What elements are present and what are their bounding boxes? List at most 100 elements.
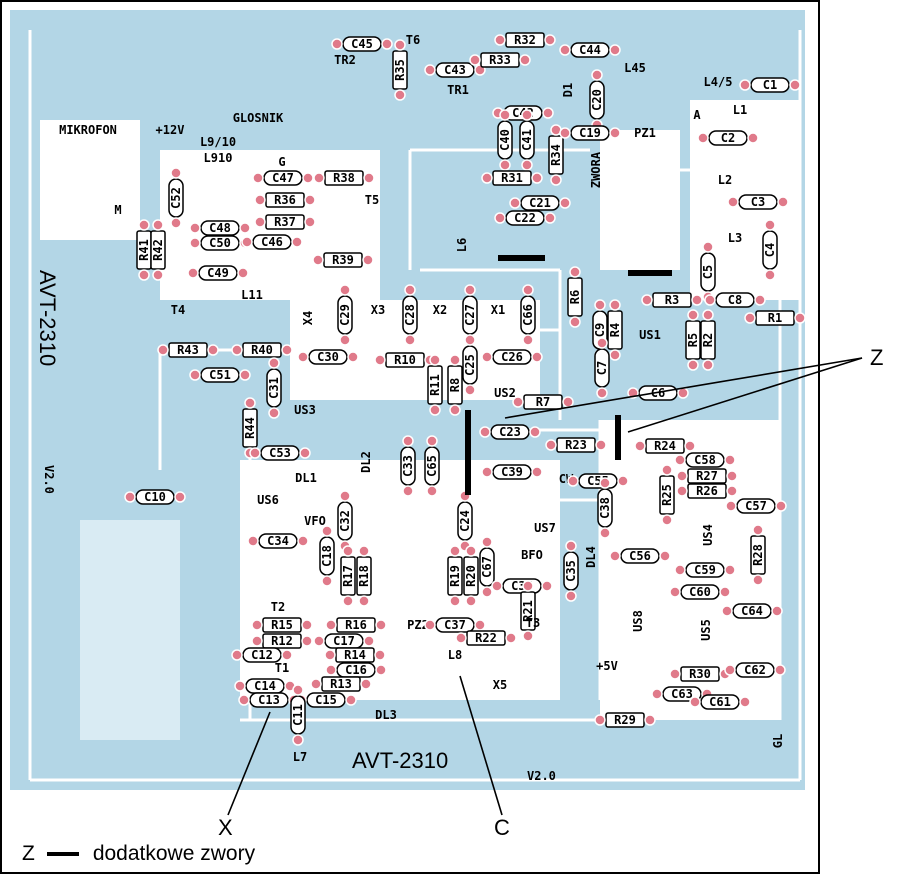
svg-text:C47: C47 xyxy=(272,171,294,185)
component-c30: C30 xyxy=(297,349,359,365)
svg-text:+12V: +12V xyxy=(156,123,185,137)
component-c29: C29 xyxy=(337,284,353,346)
svg-text:L3: L3 xyxy=(728,231,742,245)
component-c34: C34 xyxy=(247,533,309,549)
svg-text:R39: R39 xyxy=(332,253,354,267)
component-g: G xyxy=(278,155,285,169)
component-x1: X1 xyxy=(491,303,505,317)
svg-text:MIKROFON: MIKROFON xyxy=(59,123,117,137)
component-c32: C32 xyxy=(337,490,353,552)
svg-text:C56: C56 xyxy=(629,549,651,563)
svg-text:C32: C32 xyxy=(338,510,352,532)
component-c43: C43 xyxy=(424,62,486,78)
svg-text:R38: R38 xyxy=(333,171,355,185)
svg-text:D1: D1 xyxy=(561,83,575,97)
svg-text:BFO: BFO xyxy=(521,548,543,562)
component-zwora: ZWORA xyxy=(589,151,603,188)
svg-text:R10: R10 xyxy=(394,353,416,367)
component-c67: C67 xyxy=(479,536,495,598)
component-us2: US2 xyxy=(494,386,516,400)
svg-text:C46: C46 xyxy=(261,235,283,249)
component-dl2: DL2 xyxy=(359,451,373,473)
component-c47: C47 xyxy=(252,170,314,186)
component-c57: C57 xyxy=(725,498,787,514)
component-pz2: PZ2 xyxy=(407,618,429,632)
svg-text:R27: R27 xyxy=(696,469,718,483)
svg-text:C43: C43 xyxy=(444,63,466,77)
svg-text:C65: C65 xyxy=(425,455,439,477)
svg-text:TR2: TR2 xyxy=(334,53,356,67)
component-c22: C22 xyxy=(494,210,556,226)
component-x2: X2 xyxy=(433,303,447,317)
svg-text:R24: R24 xyxy=(654,439,676,453)
component-r20: R20 xyxy=(463,545,479,607)
component-r29: R29 xyxy=(594,712,656,728)
svg-text:C4: C4 xyxy=(763,243,777,257)
svg-text:G: G xyxy=(278,155,285,169)
component-r32: R32 xyxy=(494,32,556,48)
component-r33: R33 xyxy=(469,52,531,68)
component-r22: R22 xyxy=(455,630,517,646)
component-r8: R8 xyxy=(447,354,463,416)
svg-text:R8: R8 xyxy=(448,378,462,392)
svg-text:C33: C33 xyxy=(401,455,415,477)
svg-text:C44: C44 xyxy=(579,43,601,57)
component-r36: R36 xyxy=(254,192,316,208)
component-c56: C56 xyxy=(609,548,671,564)
svg-text:US8: US8 xyxy=(631,610,645,632)
component-c51: C51 xyxy=(189,367,251,383)
component-c46: C46 xyxy=(241,234,303,250)
svg-text:C63: C63 xyxy=(671,687,693,701)
svg-text:C39: C39 xyxy=(501,465,523,479)
component-d1: D1 xyxy=(561,83,575,97)
svg-text:C57: C57 xyxy=(745,499,767,513)
svg-text:US5: US5 xyxy=(699,619,713,641)
svg-text:R29: R29 xyxy=(614,713,636,727)
svg-text:L8: L8 xyxy=(448,648,462,662)
svg-text:C52: C52 xyxy=(169,187,183,209)
svg-text:C18: C18 xyxy=(320,545,334,567)
svg-text:DL2: DL2 xyxy=(359,451,373,473)
component-r42: R42 xyxy=(150,219,166,281)
component-c11: C11 xyxy=(290,684,306,746)
component-r31: R31 xyxy=(481,170,543,186)
component-c2: C2 xyxy=(697,130,759,146)
svg-text:R28: R28 xyxy=(751,544,765,566)
component-c7: C7 xyxy=(594,337,610,399)
svg-text:C24: C24 xyxy=(458,510,472,532)
component-c58: C58 xyxy=(674,452,736,468)
svg-text:R3: R3 xyxy=(665,293,679,307)
svg-text:C3: C3 xyxy=(751,195,765,209)
svg-text:US4: US4 xyxy=(701,524,715,546)
svg-text:T5: T5 xyxy=(365,193,379,207)
svg-text:C64: C64 xyxy=(741,604,763,618)
component-c66: C66 xyxy=(520,284,536,346)
svg-text:C10: C10 xyxy=(144,490,166,504)
svg-text:R15: R15 xyxy=(271,618,293,632)
component-c3: C3 xyxy=(727,194,789,210)
svg-text:T3: T3 xyxy=(526,616,540,630)
component-c26: C26 xyxy=(481,349,543,365)
svg-text:C50: C50 xyxy=(209,236,231,250)
component-c18: C18 xyxy=(319,525,335,587)
component-pz1: PZ1 xyxy=(634,126,656,140)
svg-text:A: A xyxy=(693,108,701,122)
svg-text:R18: R18 xyxy=(357,565,371,587)
callout-z: Z xyxy=(870,345,883,370)
component-c5: C5 xyxy=(700,241,716,303)
component-c8: C8 xyxy=(704,292,766,308)
component-c39: C39 xyxy=(481,464,543,480)
component-tr1: TR1 xyxy=(447,83,469,97)
component-r16: R16 xyxy=(325,617,387,633)
component-r40: R40 xyxy=(231,342,293,358)
board-title-vertical: AVT-2310 xyxy=(35,270,60,366)
component--12v: +12V xyxy=(156,123,185,137)
component-r37: R37 xyxy=(254,214,316,230)
svg-text:R30: R30 xyxy=(689,667,711,681)
svg-text:C49: C49 xyxy=(207,266,229,280)
svg-text:C41: C41 xyxy=(520,129,534,151)
svg-text:GL: GL xyxy=(771,734,785,748)
svg-text:C35: C35 xyxy=(564,560,578,582)
svg-text:C22: C22 xyxy=(514,211,536,225)
svg-text:C9: C9 xyxy=(593,323,607,337)
